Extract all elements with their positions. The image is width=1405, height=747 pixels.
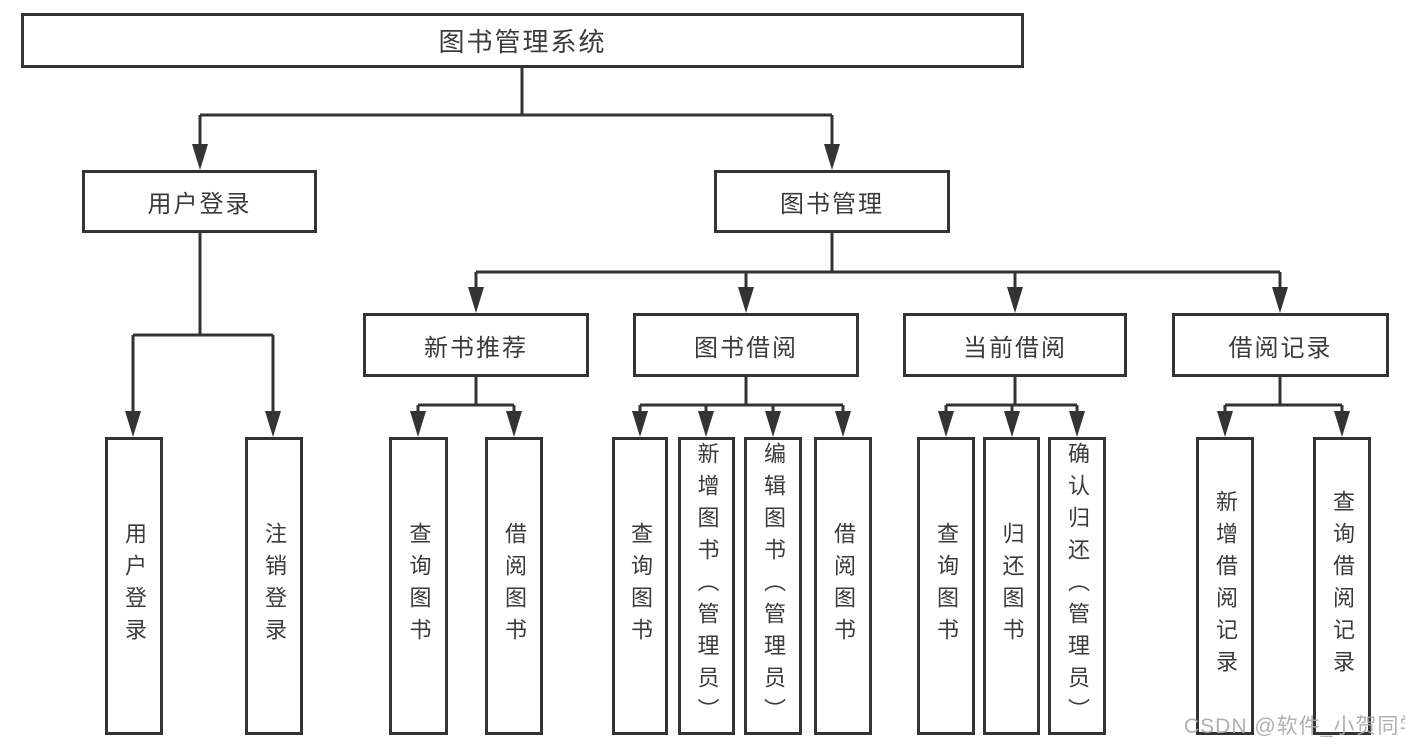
node-leaf-return-books: 归还图书	[983, 437, 1040, 735]
node-leaf-user-login: 用户登录	[105, 437, 163, 735]
leaf-label: 查询图书	[934, 522, 959, 650]
node-leaf-confirm-return-admin: 确认归还（管理员）	[1048, 437, 1106, 735]
node-leaf-edit-books-admin: 编辑图书（管理员）	[744, 437, 802, 735]
leaf-label: 用户登录	[122, 522, 147, 650]
node-leaf-add-books-admin: 新增图书（管理员）	[678, 437, 735, 735]
leaf-label: 查询图书	[628, 522, 653, 650]
node-leaf-query-borrow-record: 查询借阅记录	[1313, 437, 1371, 735]
node-library-management-system: 图书管理系统	[21, 13, 1024, 68]
leaf-label: 确认归还（管理员）	[1065, 442, 1090, 730]
leaf-label: 编辑图书（管理员）	[761, 442, 786, 730]
node-borrowing-records: 借阅记录	[1172, 313, 1389, 377]
node-leaf-query-books-borrowing: 查询图书	[612, 437, 668, 735]
leaf-label: 注销登录	[262, 522, 287, 650]
node-leaf-logout: 注销登录	[245, 437, 303, 735]
csdn-watermark: CSDN @软件_小贺同学	[1184, 715, 1405, 738]
node-user-login: 用户登录	[82, 170, 317, 233]
leaf-label: 查询图书	[406, 522, 432, 650]
node-book-borrowing: 图书借阅	[633, 313, 859, 377]
node-book-management: 图书管理	[714, 170, 950, 233]
node-leaf-query-books-current: 查询图书	[917, 437, 975, 735]
node-leaf-borrow-books: 借阅图书	[814, 437, 872, 735]
node-leaf-add-borrow-record: 新增借阅记录	[1196, 437, 1254, 735]
leaf-label: 借阅图书	[831, 522, 856, 650]
node-leaf-borrow-books-recommend: 借阅图书	[485, 437, 543, 735]
leaf-label: 归还图书	[999, 522, 1025, 650]
leaf-label: 借阅图书	[502, 522, 527, 650]
node-new-book-recommendation: 新书推荐	[363, 313, 589, 377]
leaf-label: 查询借阅记录	[1330, 490, 1355, 682]
node-leaf-query-books-recommend: 查询图书	[389, 437, 448, 735]
node-current-borrowing: 当前借阅	[903, 313, 1127, 377]
leaf-label: 新增借阅记录	[1213, 490, 1238, 682]
leaf-label: 新增图书（管理员）	[694, 442, 720, 730]
